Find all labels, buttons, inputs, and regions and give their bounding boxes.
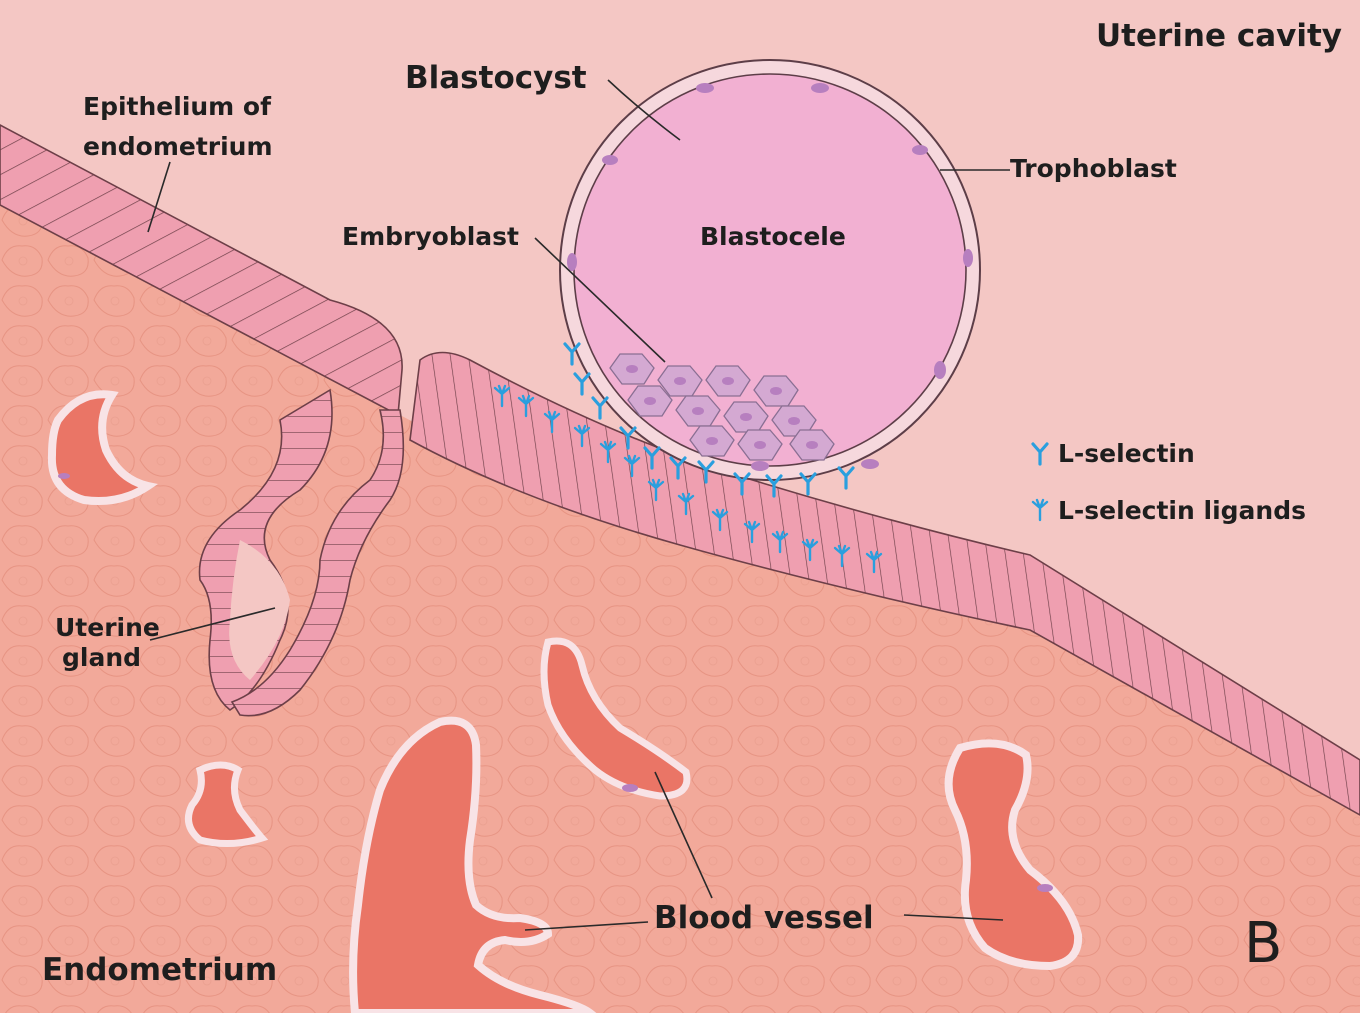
trophoblast-nucleus bbox=[751, 461, 769, 471]
vessel-nucleus bbox=[1037, 884, 1053, 892]
trophoblast-nucleus bbox=[963, 249, 973, 267]
legend-l-selectin-ligands-label: L-selectin ligands bbox=[1058, 496, 1306, 525]
vessel-nucleus bbox=[58, 473, 70, 479]
panel-letter: B bbox=[1244, 911, 1282, 976]
label-uterine-gland-line2: gland bbox=[62, 643, 141, 672]
blastocyst bbox=[560, 60, 980, 480]
legend-l-selectin-label: L-selectin bbox=[1058, 439, 1195, 468]
trophoblast-nucleus bbox=[934, 361, 946, 379]
label-endometrium: Endometrium bbox=[42, 952, 277, 988]
label-blood-vessel: Blood vessel bbox=[654, 900, 874, 936]
label-uterine-cavity: Uterine cavity bbox=[1096, 18, 1342, 54]
label-blastocyst: Blastocyst bbox=[405, 60, 587, 96]
trophoblast-nucleus bbox=[602, 155, 618, 165]
label-embryoblast: Embryoblast bbox=[342, 222, 519, 251]
trophoblast-nucleus bbox=[811, 83, 829, 93]
label-blastocele: Blastocele bbox=[700, 222, 846, 251]
trophoblast-nucleus bbox=[861, 459, 879, 469]
trophoblast-nucleus bbox=[912, 145, 928, 155]
label-uterine-gland-line1: Uterine bbox=[55, 613, 160, 642]
label-epithelium-line1: Epithelium of bbox=[83, 92, 272, 121]
label-trophoblast: Trophoblast bbox=[1010, 154, 1177, 183]
trophoblast-nucleus bbox=[696, 83, 714, 93]
label-epithelium-line2: endometrium bbox=[83, 132, 273, 161]
trophoblast-nucleus bbox=[567, 253, 577, 271]
vessel-nucleus bbox=[622, 784, 638, 792]
